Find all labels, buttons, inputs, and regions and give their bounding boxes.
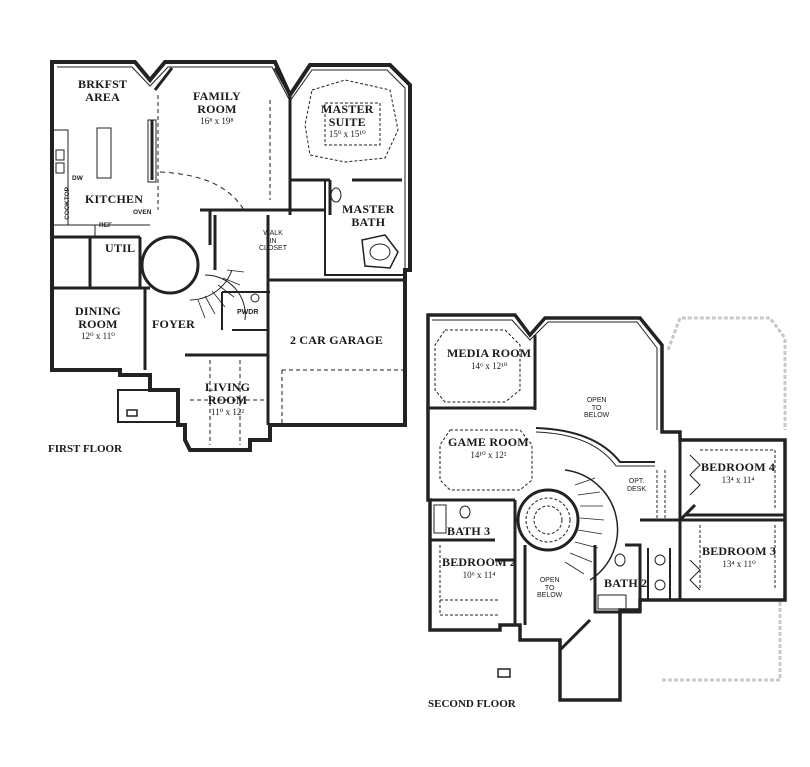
room-living: LIVING ROOM 11⁰ x 12² [205,381,250,418]
room-name-line2: SUITE [328,114,366,129]
room-util: UTIL [105,242,135,255]
fixture-ref: REF [99,222,112,229]
room-walk-in-closet: WALK IN CLOSET [259,230,287,253]
room-name-line1: KITCHEN [85,192,144,206]
room-name-line2: ROOM [197,101,237,116]
room-brkfst-area: BRKFST AREA [78,78,127,103]
room-name-line1: FAMILY [193,89,241,103]
room-name-line1: 2 CAR GARAGE [290,333,384,347]
room-dimensions: 14¹⁰ x 12² [470,449,507,460]
room-name-line1: BRKFST [78,77,128,91]
room-name-line3: BELOW [584,412,610,420]
room-name-line1: DINING [75,304,121,318]
room-name-line2: IN [269,237,277,245]
room-bath-2: BATH 2 [604,577,647,590]
room-dimensions: 11⁰ x 12² [211,407,245,418]
room-opt-desk: OPT. DESK [627,478,646,493]
room-name-line1: MEDIA ROOM [447,346,532,360]
room-name-line1: LIVING [205,380,251,394]
fixture-cooktop: COOKTOP [63,187,71,220]
room-name-line1: FOYER [152,317,195,331]
first-floor-title: FIRST FLOOR [48,443,123,455]
room-family: FAMILY ROOM 16⁸ x 19⁸ [193,90,241,127]
room-name-line1: MASTER [342,202,395,216]
second-floor-title: SECOND FLOOR [428,698,516,710]
room-name-line1: BEDROOM 4 [701,460,776,474]
room-open-to-below-upper: OPEN TO BELOW [584,397,609,420]
room-name-line2: TO [591,404,602,412]
room-kitchen: KITCHEN [85,193,143,206]
room-name-line1: BATH 3 [447,524,491,538]
room-name-line1: PWDR [237,309,259,316]
room-game: GAME ROOM 14¹⁰ x 12² [448,436,529,460]
room-name-line3: CLOSET [259,245,288,253]
first-floor-walls [50,60,412,452]
room-bath-3: BATH 3 [447,525,490,538]
room-foyer: FOYER [152,318,195,331]
room-name-line1: OPEN [539,577,560,584]
room-dimensions: 13⁴ x 11⁴ [721,474,755,485]
fixture-oven: OVEN [133,209,152,216]
room-bedroom-2: BEDROOM 2 10⁶ x 11⁴ [442,556,516,580]
room-dimensions: 14⁶ x 12¹⁰ [470,360,508,371]
room-name-line2: ROOM [207,392,248,407]
room-name-line1: BATH 2 [604,576,648,590]
room-master-bath: MASTER BATH [342,203,395,228]
room-name-line2: BATH [351,214,386,229]
room-name-line1: OPT. [628,478,645,485]
room-name-line3: BELOW [537,592,563,600]
room-dimensions: 10⁶ x 11⁴ [462,569,496,580]
room-name-line1: UTIL [105,241,136,255]
room-master-suite: MASTER SUITE 15⁰ x 15¹⁰ [321,103,374,140]
room-name-line2: DESK [627,485,647,493]
room-dimensions: 16⁸ x 19⁸ [200,116,234,127]
room-name-line1: OPEN [586,397,607,404]
room-name-line1: GAME ROOM [448,435,529,449]
room-pwdr: PWDR [237,309,258,317]
room-garage: 2 CAR GARAGE [290,334,383,347]
room-media: MEDIA ROOM 14⁶ x 12¹⁰ [447,347,531,371]
room-name-line1: BEDROOM 3 [702,544,777,558]
room-bedroom-3: BEDROOM 3 13⁴ x 11⁰ [702,545,776,569]
room-dining: DINING ROOM 12⁰ x 11⁰ [75,305,121,342]
room-dimensions: 13⁴ x 11⁰ [722,558,756,569]
room-dimensions: 15⁰ x 15¹⁰ [328,129,366,140]
room-bedroom-4: BEDROOM 4 13⁴ x 11⁴ [701,461,775,485]
room-open-to-below-lower: OPEN TO BELOW [537,577,562,600]
room-name-line1: MASTER [321,102,374,116]
room-name-line1: WALK [263,230,283,237]
room-name-line2: AREA [85,89,121,104]
room-dimensions: 12⁰ x 11⁰ [80,331,115,342]
room-name-line2: ROOM [78,316,118,331]
second-floor-walls [426,313,787,702]
fixture-dw: DW [72,175,83,182]
room-name-line2: TO [544,584,555,592]
room-name-line1: BEDROOM 2 [442,555,517,569]
